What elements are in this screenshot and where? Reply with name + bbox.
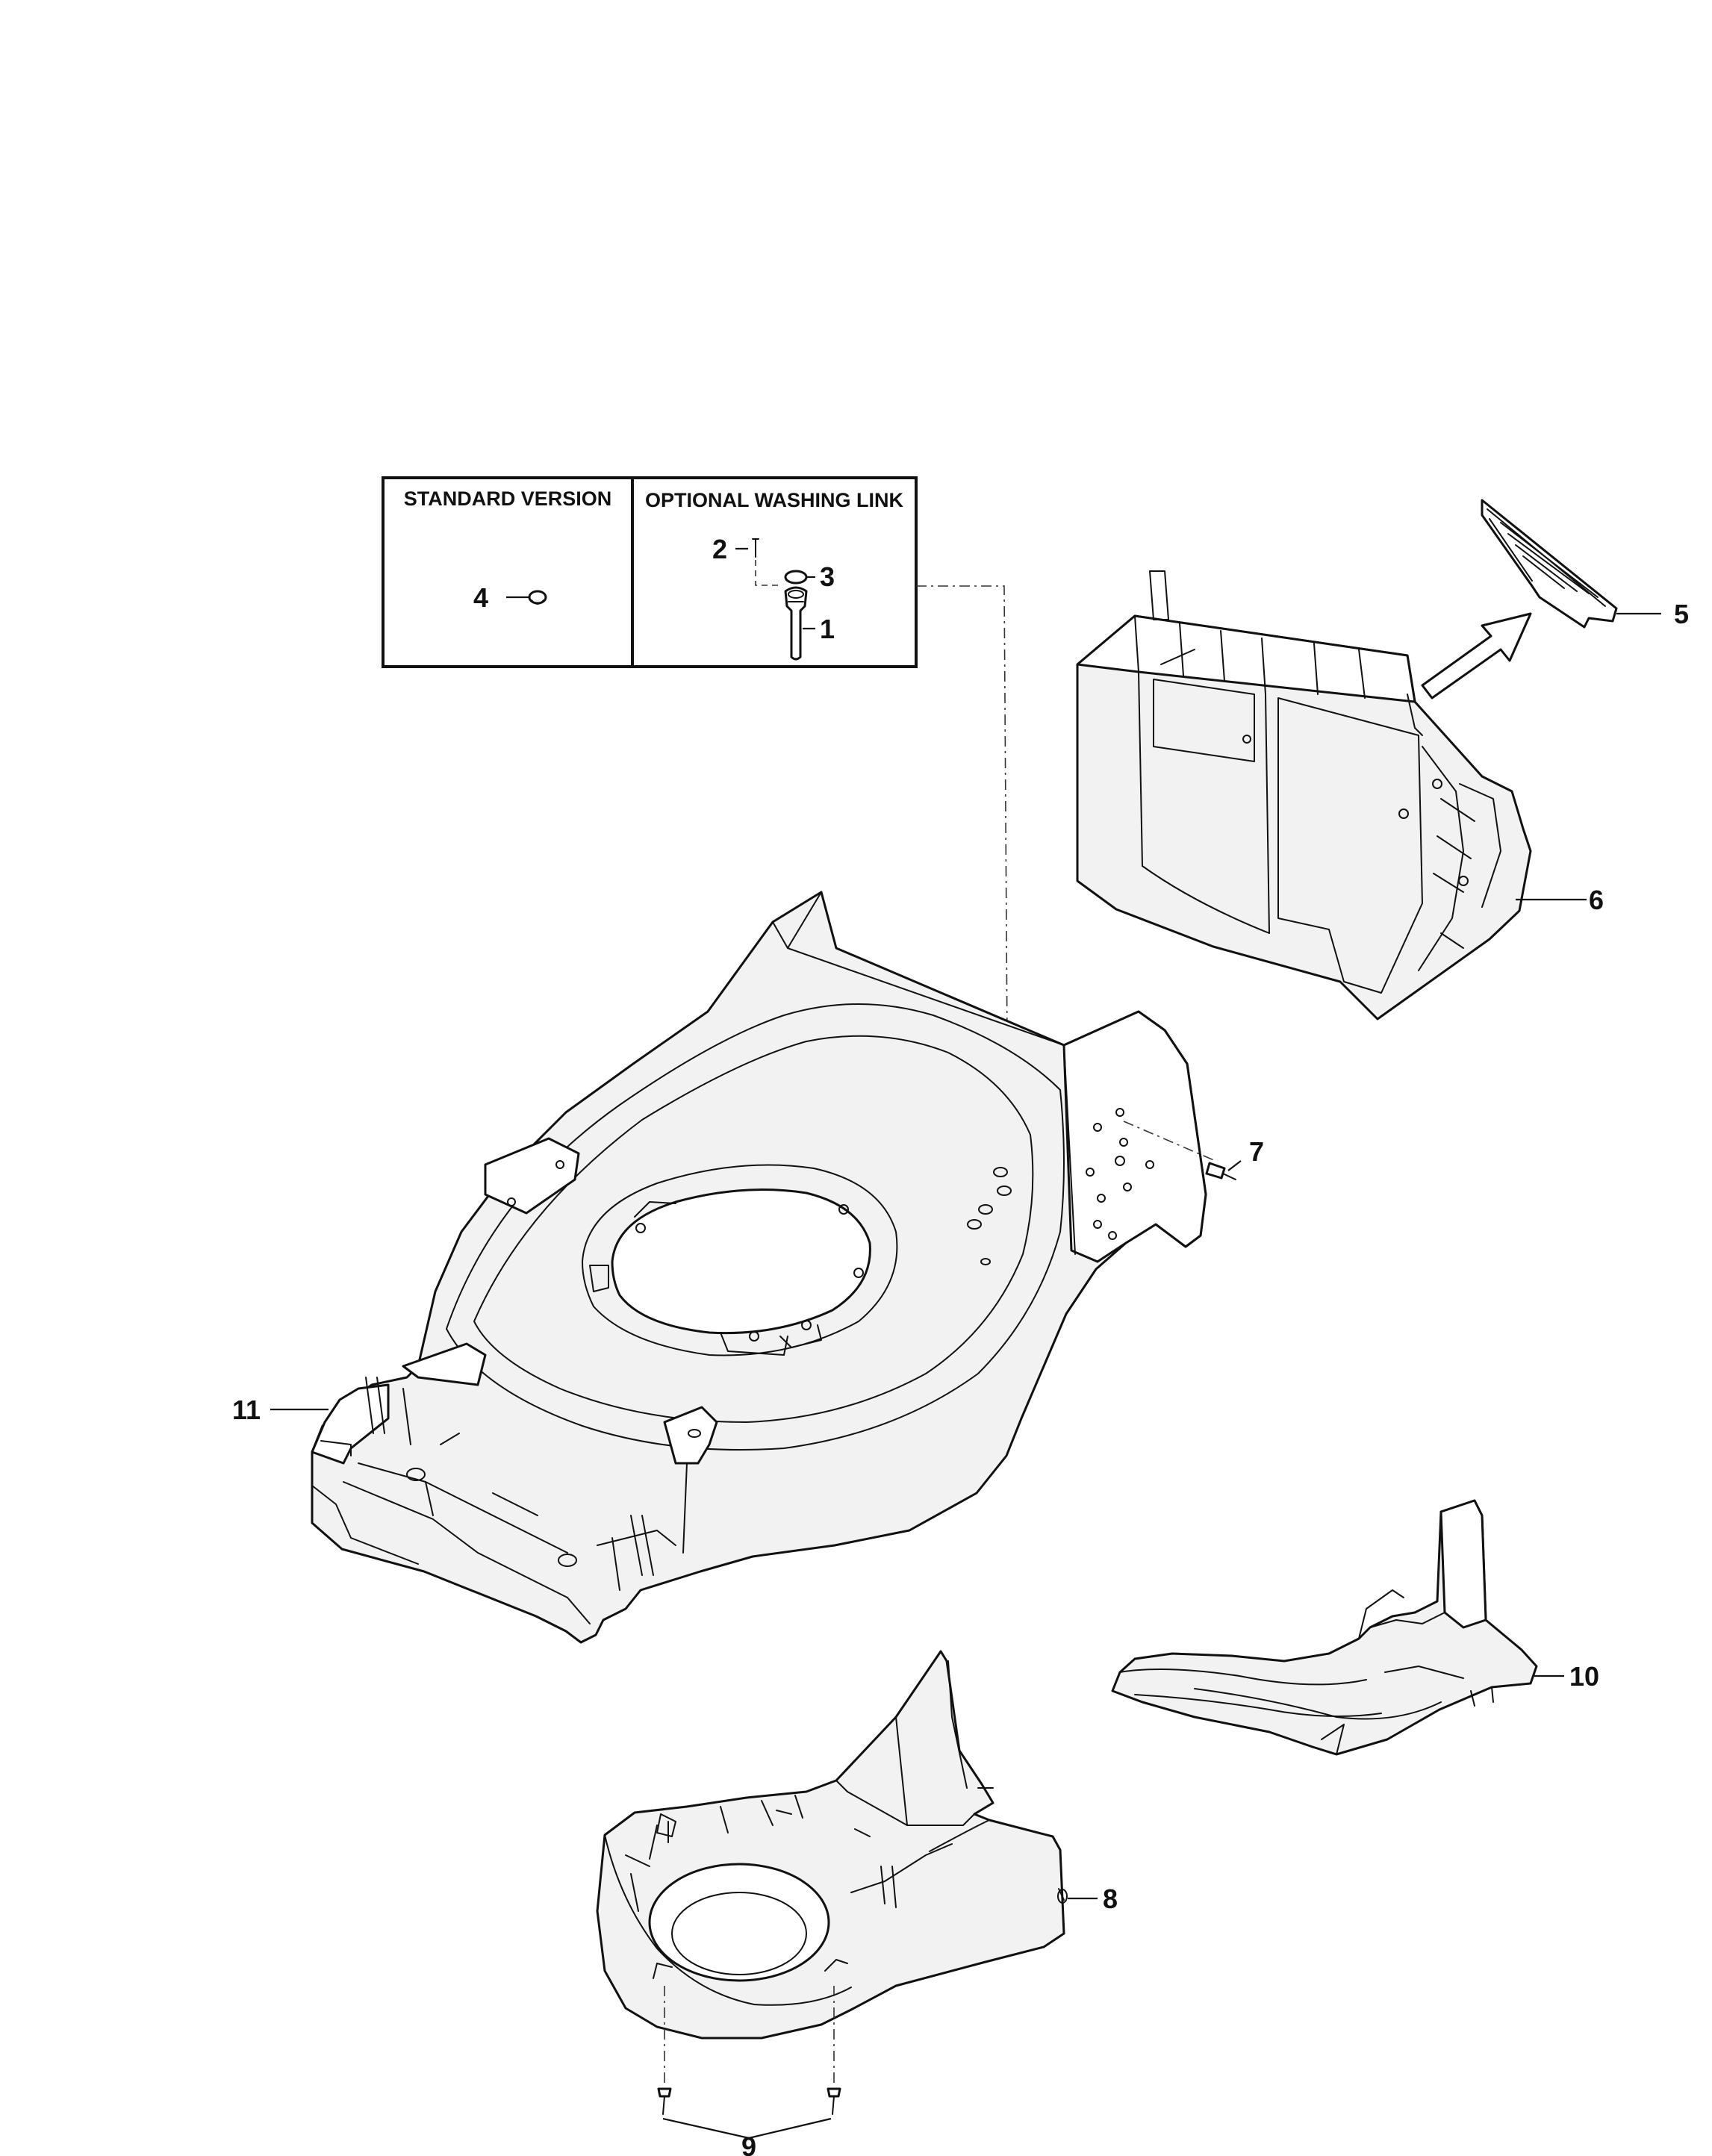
- callout-7: 7: [1249, 1136, 1264, 1167]
- o-ring-part-3: [784, 570, 815, 585]
- discharge-deflector-part-10: [1111, 1499, 1564, 1756]
- screw-part-7-path: [1123, 1121, 1216, 1162]
- screw-part-7: [1205, 1160, 1242, 1180]
- callout-3: 3: [820, 561, 835, 592]
- optional-washing-link-title: OPTIONAL WASHING LINK: [645, 489, 904, 511]
- callout-11: 11: [232, 1395, 261, 1425]
- insertion-arrow: [1421, 612, 1532, 700]
- mower-deck-part-11: [270, 891, 1207, 1644]
- callout-5: 5: [1674, 599, 1689, 629]
- washing-nozzle-part-1: [784, 586, 815, 661]
- washing-link-connector: [916, 585, 1009, 1162]
- callout-8: 8: [1103, 1884, 1118, 1914]
- grass-bag-frame-part-6: [1076, 570, 1587, 1021]
- callout-10: 10: [1569, 1661, 1599, 1692]
- callout-9-leader: [662, 2117, 832, 2140]
- callout-2: 2: [712, 534, 727, 564]
- filter-cover-part-5: [1481, 499, 1661, 629]
- callout-4: 4: [473, 582, 488, 613]
- callout-9: 9: [741, 2131, 756, 2156]
- version-legend-box: STANDARD VERSION OPTIONAL WASHING LINK 4…: [382, 476, 918, 668]
- screw-part-2: [735, 538, 782, 586]
- screw-part-9-right: [827, 2087, 841, 2115]
- air-guide-housing-part-8: [596, 1650, 1098, 2040]
- callout-1: 1: [820, 614, 835, 644]
- standard-version-title: STANDARD VERSION: [404, 487, 612, 510]
- screw-part-9-left: [657, 2087, 672, 2115]
- callout-6: 6: [1589, 885, 1604, 915]
- plug-part-4: [506, 590, 547, 605]
